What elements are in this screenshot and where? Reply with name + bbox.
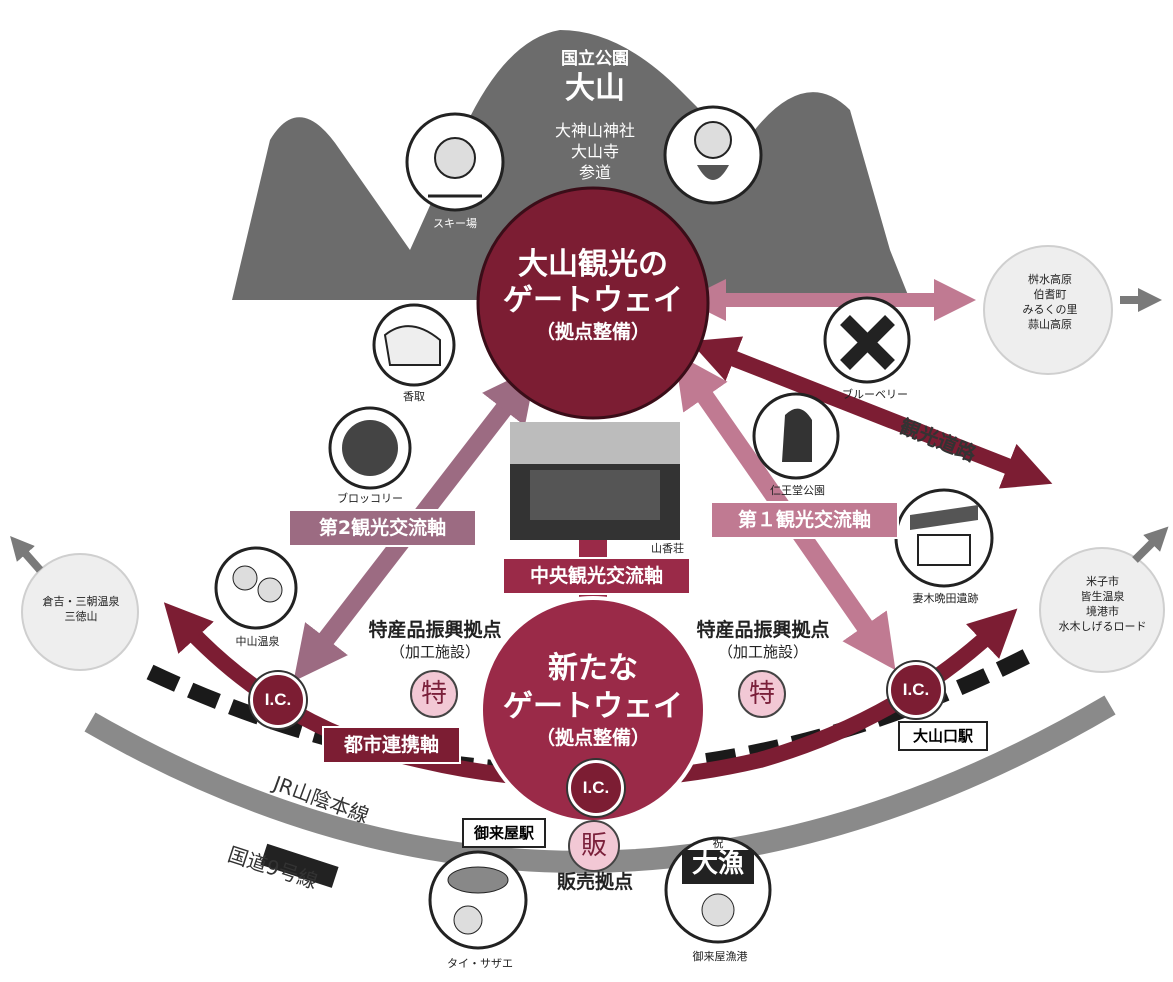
- sales-mark: 販: [568, 820, 620, 872]
- station-daisenguchi: 大山口駅: [898, 721, 988, 751]
- nakayama-illustration: [214, 546, 298, 630]
- blueberry-caption: ブルーベリー: [842, 388, 908, 401]
- fishing-port-illustration: [664, 836, 772, 944]
- mountain-site-3: 参道: [578, 163, 611, 182]
- dest-right-top-line-1: 桝水高原: [1028, 273, 1072, 286]
- broccoli-illustration: [328, 406, 412, 490]
- tourism-road-arrow: [689, 336, 1053, 489]
- specialty-right-mark: 特: [738, 670, 786, 718]
- ic-right-badge: I.C.: [888, 662, 944, 718]
- mukibanda-caption: 妻木晩田遺跡: [912, 592, 979, 605]
- nioudo-illustration: [752, 392, 840, 480]
- specialty-left-title: 特産品振興拠点: [368, 619, 502, 641]
- central-axis-label: 中央観光交流軸: [502, 557, 691, 595]
- nakayama-caption: 中山温泉: [235, 635, 280, 648]
- mukibanda-illustration: [894, 488, 994, 588]
- hub-bottom-line3: （拠点整備）: [535, 727, 650, 749]
- dest-right-text: 米子市 皆生温泉 境港市 水木しげるロード: [1045, 575, 1160, 634]
- park-label: 国立公園: [561, 49, 629, 69]
- blueberry-illustration: [823, 296, 911, 384]
- hub-top-line3: （拠点整備）: [535, 321, 650, 343]
- mountain-site-1: 大神山神社: [554, 121, 635, 140]
- dest-left-text: 倉吉・三朝温泉 三徳山: [26, 595, 136, 625]
- mountain-name: 大山: [565, 71, 625, 106]
- ski-illustration: [405, 112, 505, 212]
- hub-top-line2: ゲートウェイ: [503, 283, 683, 318]
- mountain-site-2: 大山寺: [570, 142, 619, 161]
- dest-right-line-4: 水木しげるロード: [1058, 619, 1147, 633]
- dest-right-top-line-3: みるくの里: [1022, 302, 1078, 316]
- katori-caption: 香取: [403, 390, 425, 403]
- dest-left-arrow: [10, 535, 44, 573]
- specialty-right-title: 特産品振興拠点: [696, 619, 830, 641]
- sankoso-caption: 山香荘: [651, 542, 684, 555]
- dest-right-top-text: 桝水高原 伯耆町 みるくの里 蒜山高原: [995, 273, 1105, 332]
- mountain-shape: [232, 30, 910, 300]
- route-9-marker: [260, 843, 339, 888]
- city-axis-label: 都市連携軸: [322, 726, 461, 764]
- broccoli-caption: ブロッコリー: [337, 492, 403, 505]
- katori-illustration: [372, 303, 456, 387]
- dest-right-top-line-4: 蒜山高原: [1028, 317, 1072, 331]
- dest-right-top-circle: [983, 245, 1113, 375]
- dest-left-line-1: 倉吉・三朝温泉: [42, 595, 120, 608]
- specialty-left-sub: （加工施設）: [389, 643, 480, 661]
- ic-center-badge: I.C.: [568, 760, 624, 816]
- nioudo-caption: 仁王堂公園: [770, 484, 825, 497]
- ski-caption: スキー場: [433, 217, 477, 230]
- ic-left-badge: I.C.: [250, 672, 306, 728]
- hub-bottom-line2: ゲートウェイ: [503, 689, 683, 724]
- dest-right-circle: [1039, 547, 1165, 673]
- mascot-illustration: [663, 105, 763, 205]
- fishing-sign-small: 祝: [712, 837, 724, 850]
- dest-left-circle: [21, 553, 139, 671]
- hub-top-circle: [476, 186, 710, 420]
- specialty-left-mark: 特: [410, 670, 458, 718]
- dest-right-line-3: 境港市: [1086, 604, 1119, 618]
- fishing-port-caption: 御来屋漁港: [692, 950, 748, 963]
- specialty-right-sub: （加工施設）: [717, 643, 808, 661]
- dest-right-line-1: 米子市: [1086, 575, 1119, 588]
- tai-illustration: [428, 850, 528, 950]
- fishing-sign-text: 大漁: [691, 849, 744, 879]
- axis-1-label: 第１観光交流軸: [710, 501, 899, 539]
- hub-bottom-line1: 新たな: [548, 651, 638, 686]
- axis-2-label: 第2観光交流軸: [288, 509, 477, 547]
- station-mikuriya: 御来屋駅: [462, 818, 546, 848]
- dest-right-line-2: 皆生温泉: [1080, 589, 1125, 603]
- dest-right-arrow: [1132, 526, 1169, 563]
- tai-caption: タイ・サザエ: [447, 957, 513, 970]
- dest-left-line-2: 三徳山: [64, 609, 98, 623]
- hub-top-line1: 大山観光の: [518, 247, 668, 282]
- dest-right-top-line-2: 伯耆町: [1033, 287, 1067, 301]
- sankoso-photo: [510, 422, 680, 540]
- sales-label: 販売拠点: [556, 871, 633, 893]
